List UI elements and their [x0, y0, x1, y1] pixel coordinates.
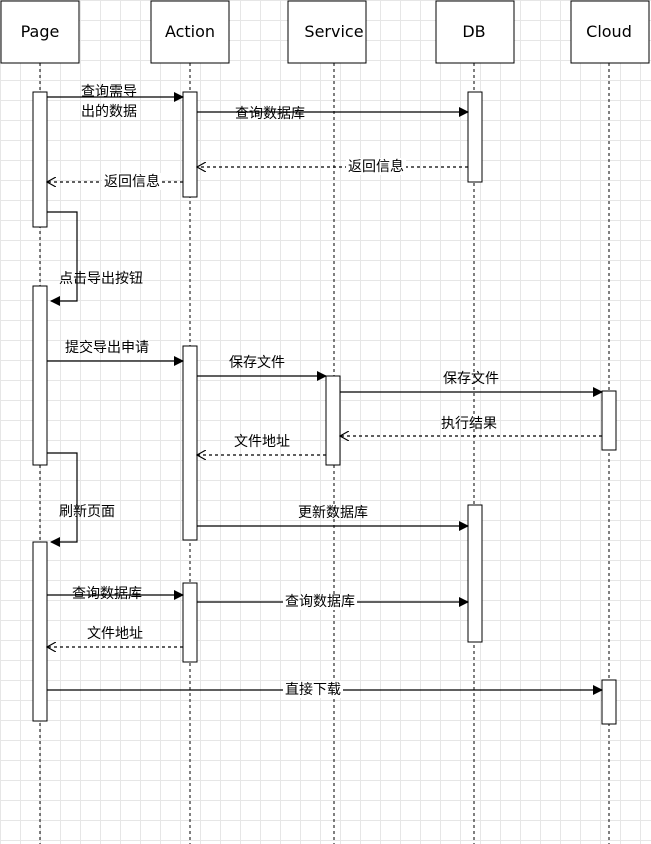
message-m15: 文件地址	[47, 626, 183, 647]
message-m4: 返回信息	[47, 173, 183, 190]
message-label: 查询需导	[81, 84, 137, 100]
message-m7: 保存文件	[197, 355, 327, 381]
message-label: 更新数据库	[298, 505, 368, 521]
activation-bar-action	[182, 345, 198, 541]
message-m14: 查询数据库	[197, 594, 469, 610]
participant-page: Page	[0, 0, 80, 64]
message-m8: 保存文件	[340, 371, 603, 397]
message-label: 保存文件	[443, 371, 499, 387]
message-label-group: 直接下载	[283, 681, 343, 698]
participant-box-page	[0, 0, 80, 64]
message-label-group: 刷新页面	[59, 504, 115, 520]
message-m12: 更新数据库	[197, 505, 469, 531]
activation-bar-service	[325, 375, 341, 466]
message-label-group: 更新数据库	[298, 505, 368, 521]
message-label: 文件地址	[87, 626, 143, 642]
activation-bar-db	[467, 504, 483, 643]
message-label: 直接下载	[285, 681, 341, 698]
message-label-group: 保存文件	[229, 355, 285, 371]
activation-bar-cloud	[601, 679, 617, 725]
message-label-group: 提交导出申请	[65, 339, 149, 356]
activation-bar-action	[182, 582, 198, 663]
message-label-background	[346, 158, 406, 175]
participant-label-action: Action	[165, 22, 215, 41]
message-label: 刷新页面	[59, 504, 115, 520]
message-label-group: 文件地址	[87, 626, 143, 642]
message-m10: 文件地址	[197, 434, 326, 455]
message-label: 返回信息	[104, 173, 160, 190]
activation-bar-db	[467, 91, 483, 183]
message-label-group: 文件地址	[234, 434, 290, 450]
participant-label-cloud: Cloud	[586, 22, 632, 41]
participant-service: Service	[287, 0, 367, 64]
message-label-group: 返回信息	[346, 158, 406, 175]
message-label-group: 执行结果	[441, 416, 497, 432]
message-label: 出的数据	[81, 104, 137, 120]
message-m2: 查询数据库	[197, 106, 469, 122]
participant-label-service: Service	[304, 22, 363, 41]
message-m5: 点击导出按钮	[47, 211, 143, 306]
participant-db: DB	[435, 0, 515, 64]
participant-box-cloud	[570, 0, 650, 64]
message-label-group: 返回信息	[102, 173, 162, 190]
activation-bar-page	[32, 91, 48, 228]
participant-box-db	[435, 0, 515, 64]
message-label-background	[283, 594, 357, 610]
message-label-background	[102, 173, 162, 190]
activation-bar-page	[32, 285, 48, 466]
participant-box-service	[287, 0, 367, 64]
message-m3: 返回信息	[197, 158, 468, 175]
message-m11: 刷新页面	[47, 452, 115, 547]
message-label-group: 查询数据库	[72, 586, 142, 602]
activation-bar-cloud	[601, 390, 617, 451]
participant-box-action	[150, 0, 230, 64]
message-label: 保存文件	[229, 355, 285, 371]
activation-bar-page	[32, 541, 48, 722]
message-label-group: 查询数据库	[283, 594, 357, 610]
message-label: 查询数据库	[235, 106, 305, 122]
message-label: 查询数据库	[72, 586, 142, 602]
participant-label-db: DB	[462, 22, 485, 41]
message-label: 返回信息	[348, 158, 404, 175]
activation-bar-action	[182, 91, 198, 198]
message-m16: 直接下载	[47, 681, 603, 698]
message-label-group: 保存文件	[443, 371, 499, 387]
message-label: 点击导出按钮	[59, 271, 143, 287]
message-label: 执行结果	[441, 416, 497, 432]
message-m6: 提交导出申请	[47, 339, 184, 366]
message-label-group: 查询数据库	[235, 106, 305, 122]
message-m13: 查询数据库	[47, 586, 184, 602]
message-label: 查询数据库	[285, 594, 355, 610]
message-arrow	[47, 211, 78, 306]
message-label-background	[283, 681, 343, 698]
participant-label-page: Page	[21, 22, 60, 41]
message-arrow	[47, 452, 78, 547]
message-m9: 执行结果	[340, 416, 602, 436]
participant-action: Action	[150, 0, 230, 64]
message-label: 文件地址	[234, 434, 290, 450]
message-label-group: 点击导出按钮	[59, 271, 143, 287]
message-label: 提交导出申请	[65, 339, 149, 356]
participant-cloud: Cloud	[570, 0, 650, 64]
